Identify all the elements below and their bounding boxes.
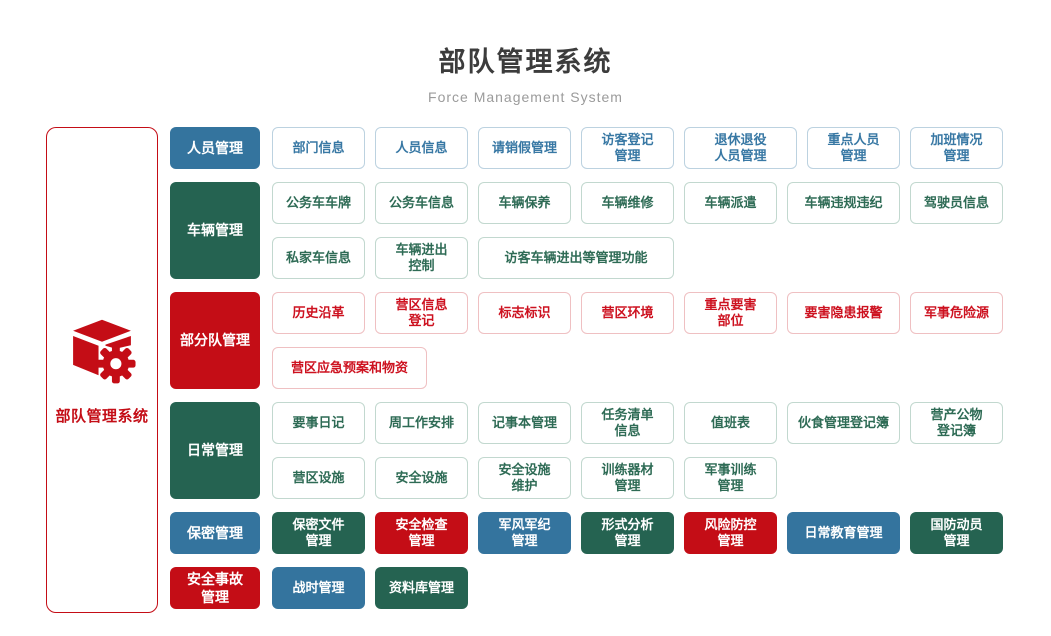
module-item: 请销假管理: [478, 127, 571, 169]
module-item: 营区环境: [581, 292, 674, 334]
module-item: 重点人员 管理: [807, 127, 900, 169]
module-item: 风险防控 管理: [684, 512, 777, 554]
root-system-node: 部队管理系统: [46, 127, 158, 613]
module-item: 车辆进出 控制: [375, 237, 468, 279]
category-vehicle: 车辆管理: [170, 182, 260, 279]
item-line: 公务车车牌公务车信息车辆保养车辆维修车辆派遣车辆违规违纪驾驶员信息: [272, 182, 1003, 224]
module-item: 车辆派遣: [684, 182, 777, 224]
module-item: 训练器材 管理: [581, 457, 674, 499]
page-title: 部队管理系统: [438, 47, 613, 77]
module-row-items-vehicle: 公务车车牌公务车信息车辆保养车辆维修车辆派遣车辆违规违纪驾驶员信息私家车信息车辆…: [272, 182, 1003, 279]
module-rows: 人员管理部门信息人员信息请销假管理访客登记 管理退休退役 人员管理重点人员 管理…: [170, 127, 1003, 609]
module-item: 军事危险源: [910, 292, 1003, 334]
item-line: 部门信息人员信息请销假管理访客登记 管理退休退役 人员管理重点人员 管理加班情况…: [272, 127, 1003, 169]
item-line: 营区应急预案和物资: [272, 347, 1003, 389]
module-item: 私家车信息: [272, 237, 365, 279]
diagram-body: 部队管理系统 人员管理部门信息人员信息请销假管理访客登记 管理退休退役 人员管理…: [0, 105, 1051, 613]
module-row-items-daily: 要事日记周工作安排记事本管理任务清单 信息值班表伙食管理登记簿营产公物 登记簿营…: [272, 402, 1003, 499]
item-line: 要事日记周工作安排记事本管理任务清单 信息值班表伙食管理登记簿营产公物 登记簿: [272, 402, 1003, 444]
module-item: 战时管理: [272, 567, 365, 609]
item-line: 私家车信息车辆进出 控制访客车辆进出等管理功能: [272, 237, 1003, 279]
module-item: 安全设施 维护: [478, 457, 571, 499]
module-row-subunit: 部分队管理历史沿革营区信息 登记标志标识营区环境重点要害 部位要害隐患报警军事危…: [170, 292, 1003, 389]
module-item: 标志标识: [478, 292, 571, 334]
module-item: 驾驶员信息: [910, 182, 1003, 224]
module-item: 记事本管理: [478, 402, 571, 444]
module-row-daily: 日常管理要事日记周工作安排记事本管理任务清单 信息值班表伙食管理登记簿营产公物 …: [170, 402, 1003, 499]
module-item: 公务车信息: [375, 182, 468, 224]
page-subtitle: Force Management System: [428, 89, 623, 105]
module-item: 营区信息 登记: [375, 292, 468, 334]
module-item: 访客登记 管理: [581, 127, 674, 169]
root-system-label: 部队管理系统: [55, 408, 149, 425]
category-secrecy: 保密管理: [170, 512, 260, 554]
module-item: 安全检查 管理: [375, 512, 468, 554]
module-item: 公务车车牌: [272, 182, 365, 224]
module-item: 任务清单 信息: [581, 402, 674, 444]
module-item: 加班情况 管理: [910, 127, 1003, 169]
category-personnel: 人员管理: [170, 127, 260, 169]
module-item: 车辆维修: [581, 182, 674, 224]
item-line: 历史沿革营区信息 登记标志标识营区环境重点要害 部位要害隐患报警军事危险源: [272, 292, 1003, 334]
item-line: 营区设施安全设施安全设施 维护训练器材 管理军事训练 管理: [272, 457, 1003, 499]
module-item: 周工作安排: [375, 402, 468, 444]
module-item: 营区设施: [272, 457, 365, 499]
category-accident: 安全事故 管理: [170, 567, 260, 609]
module-item: 访客车辆进出等管理功能: [478, 237, 674, 279]
module-row-personnel: 人员管理部门信息人员信息请销假管理访客登记 管理退休退役 人员管理重点人员 管理…: [170, 127, 1003, 169]
module-row-items-secrecy: 保密文件 管理安全检查 管理军风军纪 管理形式分析 管理风险防控 管理日常教育管…: [272, 512, 1003, 554]
module-item: 营区应急预案和物资: [272, 347, 427, 389]
module-item: 车辆保养: [478, 182, 571, 224]
module-item: 要害隐患报警: [787, 292, 900, 334]
item-line: 保密文件 管理安全检查 管理军风军纪 管理形式分析 管理风险防控 管理日常教育管…: [272, 512, 1003, 554]
module-row-items-personnel: 部门信息人员信息请销假管理访客登记 管理退休退役 人员管理重点人员 管理加班情况…: [272, 127, 1003, 169]
module-item: 值班表: [684, 402, 777, 444]
module-item: 要事日记: [272, 402, 365, 444]
module-item: 军风军纪 管理: [478, 512, 571, 554]
module-item: 军事训练 管理: [684, 457, 777, 499]
module-item: 重点要害 部位: [684, 292, 777, 334]
module-item: 资料库管理: [375, 567, 468, 609]
diagram-header: 部队管理系统 Force Management System: [0, 0, 1051, 105]
category-daily: 日常管理: [170, 402, 260, 499]
module-row-secrecy: 保密管理保密文件 管理安全检查 管理军风军纪 管理形式分析 管理风险防控 管理日…: [170, 512, 1003, 554]
module-row-items-accident: 战时管理资料库管理: [272, 567, 468, 609]
category-subunit: 部分队管理: [170, 292, 260, 389]
module-item: 国防动员 管理: [910, 512, 1003, 554]
module-row-accident: 安全事故 管理战时管理资料库管理: [170, 567, 1003, 609]
cube-gear-icon: [65, 314, 139, 393]
module-item: 伙食管理登记簿: [787, 402, 900, 444]
module-row-vehicle: 车辆管理公务车车牌公务车信息车辆保养车辆维修车辆派遣车辆违规违纪驾驶员信息私家车…: [170, 182, 1003, 279]
module-item: 历史沿革: [272, 292, 365, 334]
module-item: 日常教育管理: [787, 512, 900, 554]
module-item: 车辆违规违纪: [787, 182, 900, 224]
item-line: 战时管理资料库管理: [272, 567, 468, 609]
module-item: 安全设施: [375, 457, 468, 499]
module-item: 营产公物 登记簿: [910, 402, 1003, 444]
module-item: 部门信息: [272, 127, 365, 169]
module-item: 保密文件 管理: [272, 512, 365, 554]
module-item: 退休退役 人员管理: [684, 127, 797, 169]
module-item: 人员信息: [375, 127, 468, 169]
module-item: 形式分析 管理: [581, 512, 674, 554]
module-row-items-subunit: 历史沿革营区信息 登记标志标识营区环境重点要害 部位要害隐患报警军事危险源营区应…: [272, 292, 1003, 389]
